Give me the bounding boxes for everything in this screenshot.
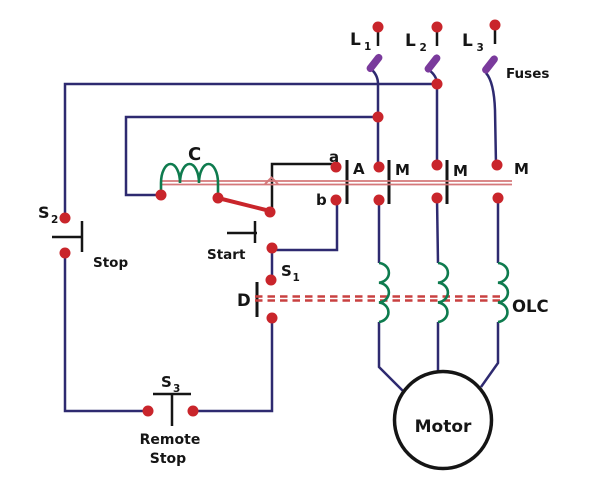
contact-m2-top-dot — [431, 159, 443, 171]
contact-a-label: A — [353, 160, 365, 178]
start-junction-dot — [266, 242, 278, 254]
motor-symbol: Motor — [392, 369, 494, 471]
wire-left-bottom — [63, 253, 148, 413]
fuse-1-icon — [366, 53, 383, 73]
wire-m2-to-olc — [435, 197, 440, 264]
contact-hardware — [255, 30, 497, 317]
remote-stop-caption-line1: Remote — [140, 432, 201, 448]
motor-circle — [392, 369, 494, 471]
overload-coil-2 — [437, 261, 450, 324]
contact-m1-label: M — [395, 161, 410, 179]
stop-button-symbol — [52, 221, 84, 252]
stop-bottom-dot — [59, 247, 71, 259]
armature-caret-icon — [264, 176, 279, 185]
d-bottom-dot — [266, 312, 278, 324]
contact-a-bottom-dot — [330, 194, 342, 206]
contact-m1-top-dot — [373, 161, 385, 173]
wire-outer-top-loop — [63, 82, 437, 218]
d-top-dot — [265, 274, 277, 286]
l3-label: L — [462, 31, 473, 51]
control-circuit-wires — [63, 82, 437, 413]
remote-stop-caption-line2: Stop — [150, 451, 186, 467]
armature-to-a-conductor — [270, 162, 336, 211]
d-contact-label: D — [237, 291, 251, 310]
start-button-symbol — [227, 221, 257, 243]
start-caption: Start — [207, 247, 246, 263]
contact-a-top-dot — [330, 161, 342, 173]
contact-m2-label: M — [453, 162, 468, 180]
wire-inner-loop-to-coil — [124, 115, 378, 197]
coil-right-dot — [212, 192, 224, 204]
l1-label: L — [350, 30, 361, 50]
wire-olc3-to-motor — [479, 322, 500, 388]
overload-coil-1 — [378, 261, 391, 324]
wire-olc1-to-motor — [377, 322, 405, 393]
wire-b-to-start-junction — [272, 200, 339, 252]
l1-tap-junction-dot — [372, 111, 384, 123]
s3-label-sub: 3 — [173, 383, 180, 395]
s2-label: S — [38, 203, 50, 222]
contact-m1-bottom-dot — [373, 194, 385, 206]
fuse-2-icon — [424, 54, 441, 73]
s1-label: S — [281, 262, 292, 280]
labels: L 1 L 2 L 3 Fuses C a b A M M M S 2 Stop… — [38, 30, 549, 467]
olc-label: OLC — [512, 297, 549, 316]
s2-label-sub: 2 — [51, 214, 58, 226]
fuse-3-icon — [482, 55, 498, 74]
overload-coil-3 — [497, 261, 510, 324]
l2-label: L — [405, 31, 416, 51]
wire-l3-drop — [485, 72, 498, 166]
armature-moving-arm — [216, 196, 272, 213]
l2-tap-junction-dot — [431, 78, 443, 90]
contact-m3-label: M — [514, 160, 529, 178]
contact-m2-bottom-dot — [431, 192, 443, 204]
contact-b-point-label: b — [316, 191, 327, 209]
contact-m3-top-dot — [491, 159, 503, 171]
remote-stop-left-dot — [142, 405, 154, 417]
remote-stop-button-symbol — [153, 392, 191, 426]
stop-top-dot — [59, 212, 71, 224]
l1-label-sub: 1 — [364, 41, 371, 53]
l3-label-sub: 3 — [477, 42, 484, 54]
wire-bottom-right — [193, 318, 274, 413]
contactor-coil — [159, 162, 220, 197]
contact-a-point-label: a — [329, 148, 339, 166]
coil-label: C — [188, 144, 201, 165]
armature-tip-dot — [264, 206, 276, 218]
l2-terminal-dot — [431, 21, 443, 33]
l1-terminal-dot — [372, 21, 384, 33]
power-circuit-wires — [370, 68, 500, 393]
stop-caption: Stop — [93, 255, 128, 271]
fuses-label: Fuses — [506, 66, 549, 82]
l2-label-sub: 2 — [420, 42, 427, 54]
l3-terminal-dot — [489, 19, 501, 31]
s1-label-sub: 1 — [293, 272, 300, 284]
motor-label: Motor — [415, 417, 472, 437]
remote-stop-right-dot — [187, 405, 199, 417]
overload-trip-linkage — [255, 295, 505, 302]
contact-m3-bottom-dot — [492, 192, 504, 204]
s3-label: S — [161, 373, 172, 391]
terminal-dots — [59, 19, 504, 417]
coil-left-dot — [155, 189, 167, 201]
